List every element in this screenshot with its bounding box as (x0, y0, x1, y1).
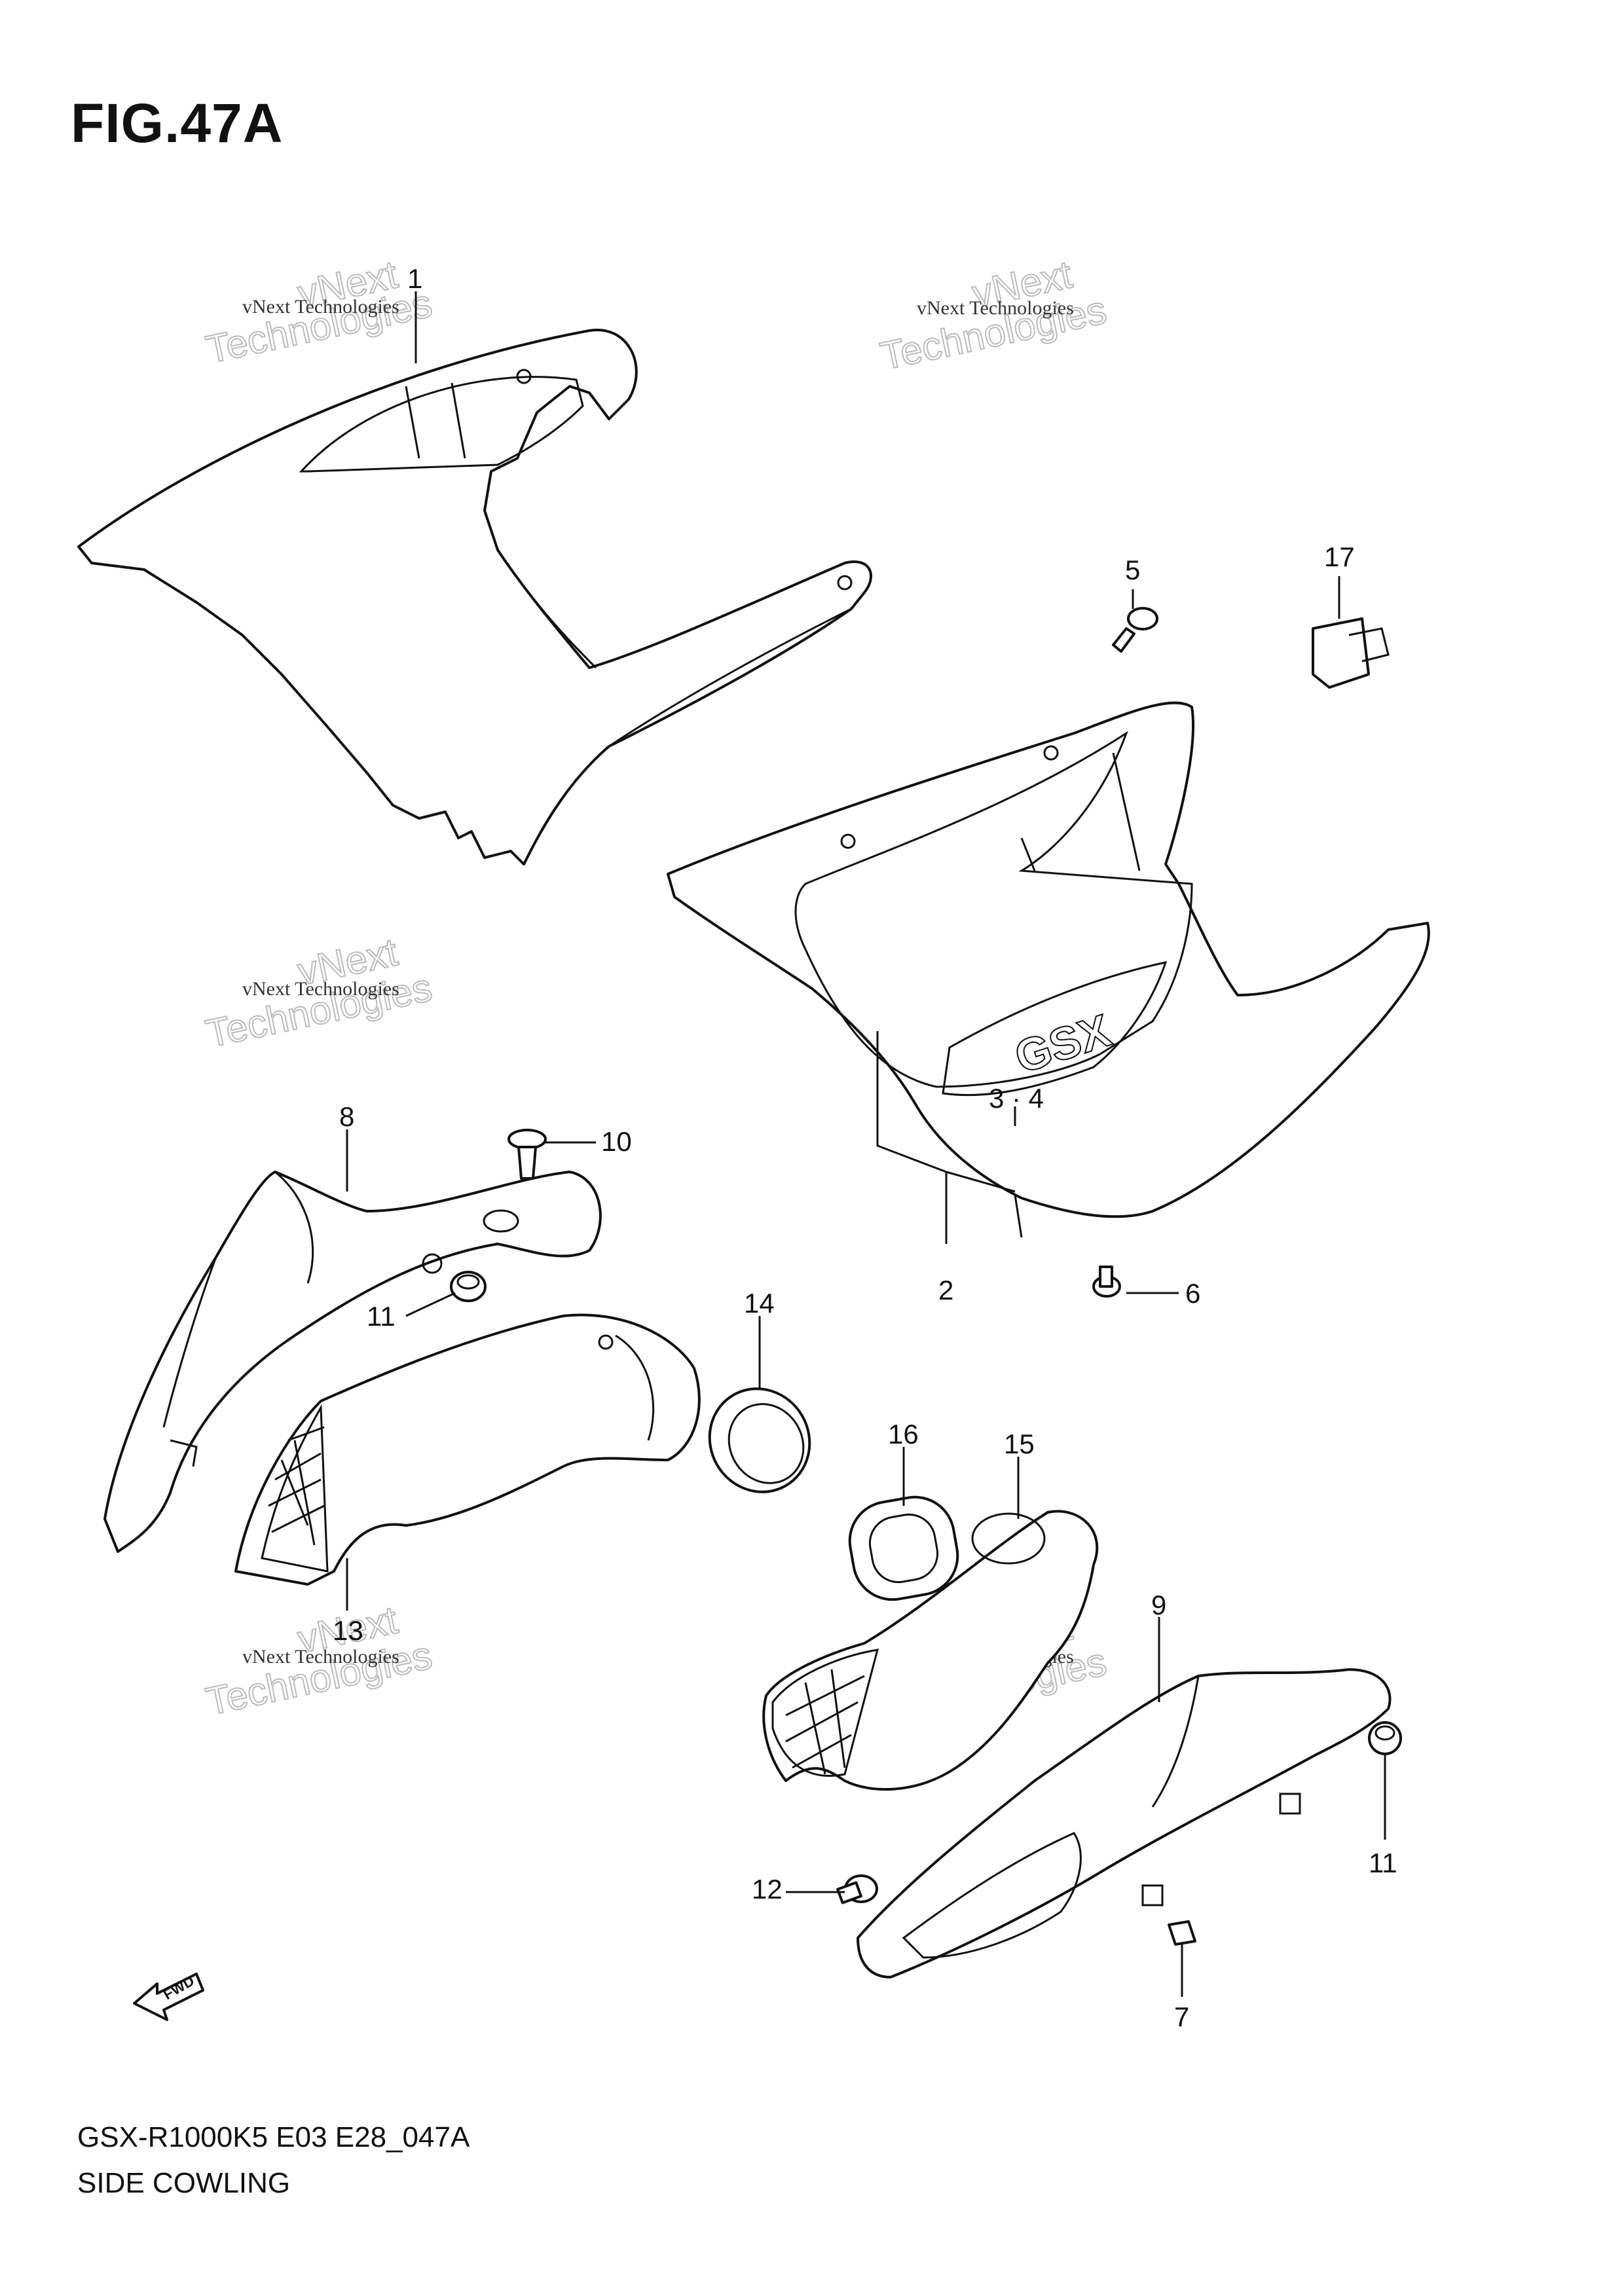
part-2-side-cowling: GSX (667, 701, 1430, 1238)
part-11-grommet-upper (450, 1271, 487, 1302)
part-5-screw (1112, 607, 1158, 653)
watermark-text: vNext Technologies (242, 296, 399, 318)
callout-9: 9 (1151, 1590, 1166, 1620)
callout-16: 16 (888, 1419, 919, 1449)
callout-8: 8 (339, 1101, 354, 1132)
callout-12: 12 (752, 1874, 783, 1904)
callout-14: 14 (744, 1288, 775, 1319)
part-6-screw (1092, 1266, 1121, 1298)
callout-1: 1 (407, 263, 422, 294)
watermark-text: vNext Technologies (917, 297, 1074, 319)
leader-lines (346, 291, 1386, 1997)
model-code: GSX-R1000K5 E03 E28_047A (77, 2121, 470, 2153)
callout-2: 2 (938, 1275, 953, 1305)
part-9-lower-cover (857, 1668, 1392, 1978)
part-17-clip (1312, 617, 1390, 689)
callout-5: 5 (1125, 555, 1140, 585)
part-13-intake-duct (234, 1313, 701, 1586)
part-11-grommet-lower (1368, 1721, 1402, 1755)
part-12-bolt (836, 1874, 878, 1904)
callout-6: 6 (1185, 1278, 1200, 1309)
callout-13: 13 (333, 1615, 363, 1646)
part-15-lower-duct (762, 1510, 1099, 1791)
watermark-low-left: Technologies vNext vNext Technologies (202, 1597, 437, 1724)
callouts: 1 2 3 · 4 5 6 7 8 9 10 11 11 12 13 14 15… (333, 263, 1397, 2032)
callout-17: 17 (1324, 541, 1355, 572)
callout-15: 15 (1004, 1429, 1035, 1459)
section-name: SIDE COWLING (77, 2167, 291, 2199)
part-1-inner-cowling (77, 328, 872, 866)
watermark-top-left: Technologies vNext vNext Technologies (202, 251, 437, 372)
watermark-text: vNext Technologies (242, 978, 399, 1000)
part-10-rivet (507, 1129, 547, 1180)
callout-10: 10 (601, 1126, 632, 1157)
fwd-arrow-icon: FWD (133, 1973, 204, 2021)
part-16-seal (848, 1495, 959, 1601)
callout-11-lower: 11 (1369, 1848, 1397, 1878)
watermark-mid-left: Technologies vNext vNext Technologies (202, 929, 437, 1056)
part-7-nut-clip (1168, 1920, 1196, 1946)
part-8-air-duct (103, 1171, 602, 1553)
callout-11-upper: 11 (367, 1301, 396, 1332)
figure-title: FIG.47A (71, 92, 284, 154)
callout-3-4: 3 · 4 (989, 1083, 1044, 1114)
watermark-top-mid: Technologies vNext vNext Technologies (876, 251, 1111, 378)
part-14-ring (708, 1387, 811, 1493)
watermark-text: vNext Technologies (242, 1646, 399, 1667)
callout-7: 7 (1174, 2001, 1189, 2032)
